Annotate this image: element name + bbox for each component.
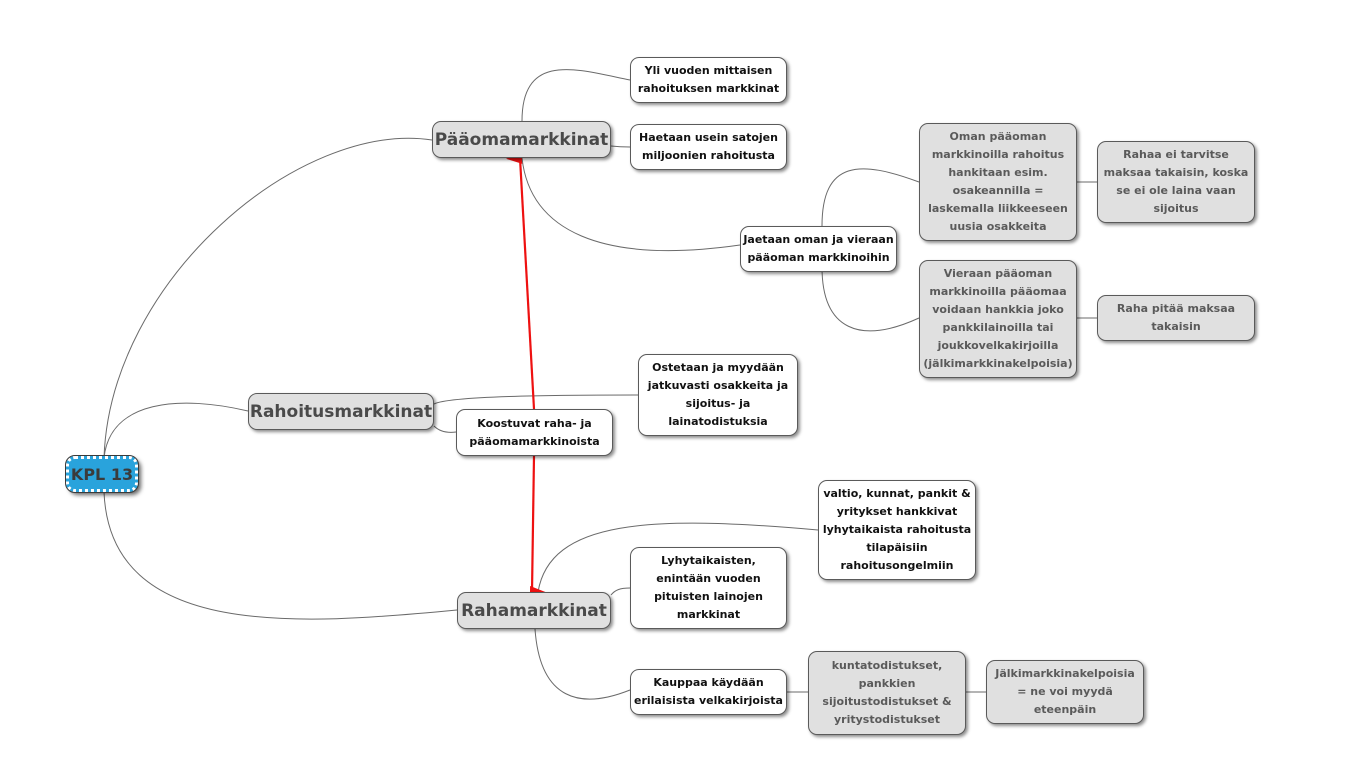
relation-arrow-to-paaomamarkkinat <box>506 151 536 410</box>
topic-label: Rahaa ei tarvitse maksaa takaisin, koska… <box>1103 148 1249 215</box>
topic-label: Yli vuoden mittaisen rahoituksen markkin… <box>637 64 780 95</box>
topic-yli-vuoden[interactable]: Yli vuoden mittaisen rahoituksen markkin… <box>630 57 787 103</box>
branch-label: Pääomamarkkinat <box>434 129 609 150</box>
link-central-rahamarkkinat <box>103 491 458 620</box>
topic-jalkimarkkinakelpoisia[interactable]: Jälkimarkkinakelpoisia = ne voi myydä et… <box>986 660 1144 724</box>
topic-label: kuntatodistukset, pankkien sijoitustodis… <box>822 659 952 726</box>
link-jaetaan-vieraan <box>821 266 920 332</box>
topic-rahaa-ei-tarvitse[interactable]: Rahaa ei tarvitse maksaa takaisin, koska… <box>1097 141 1255 223</box>
link-rahoitus-ostetaan <box>433 394 639 405</box>
link-paaoma-yli-vuoden <box>521 69 631 122</box>
topic-valtio-kunnat-pankit[interactable]: valtio, kunnat, pankit & yritykset hankk… <box>818 480 976 580</box>
topic-label: Koostuvat raha- ja pääomamarkkinoista <box>469 416 600 448</box>
topic-haetaan-usein[interactable]: Haetaan usein satojen miljoonien rahoitu… <box>630 124 787 170</box>
branch-paaomamarkkinat[interactable]: Pääomamarkkinat <box>432 121 611 158</box>
topic-label: Jälkimarkkinakelpoisia = ne voi myydä et… <box>995 667 1135 716</box>
link-paaoma-jaetaan <box>521 157 741 251</box>
topic-label: valtio, kunnat, pankit & yritykset hankk… <box>822 487 972 572</box>
topic-label: Lyhytaikaisten, enintään vuoden pituiste… <box>654 554 763 621</box>
link-jaetaan-oman <box>821 168 920 227</box>
topic-label: Kauppaa käydään erilaisista velkakirjois… <box>634 676 783 707</box>
topic-koostuvat-raha-ja-paaoma[interactable]: Koostuvat raha- ja pääomamarkkinoista <box>456 409 613 456</box>
topic-kuntatodistukset[interactable]: kuntatodistukset, pankkien sijoitustodis… <box>808 651 966 735</box>
central-topic-kpl-13[interactable]: KPL 13 <box>65 455 139 493</box>
topic-ostetaan-ja-myydaan[interactable]: Ostetaan ja myydään jatkuvasti osakkeita… <box>638 354 798 436</box>
topic-label: Ostetaan ja myydään jatkuvasti osakkeita… <box>647 361 789 428</box>
link-paaoma-haetaan <box>610 145 631 148</box>
link-raha-kauppaa <box>534 628 631 700</box>
central-topic-label: KPL 13 <box>70 464 134 484</box>
link-rahoitus-koostuvat <box>433 425 457 433</box>
relation-arrow-to-rahamarkkinat <box>529 455 546 598</box>
branch-label: Rahamarkkinat <box>461 600 607 621</box>
topic-kauppaa-kaydaan[interactable]: Kauppaa käydään erilaisista velkakirjois… <box>630 669 787 715</box>
branch-rahoitusmarkkinat[interactable]: Rahoitusmarkkinat <box>248 393 434 430</box>
topic-raha-pitaa-maksaa[interactable]: Raha pitää maksaa takaisin <box>1097 295 1255 341</box>
topic-label: Jaetaan oman ja vieraan pääoman markkino… <box>743 233 894 264</box>
topic-label: Raha pitää maksaa takaisin <box>1116 302 1236 333</box>
topic-label: Vieraan pääoman markkinoilla pääomaa voi… <box>923 267 1073 370</box>
topic-vieraan-paaoman-markkinat[interactable]: Vieraan pääoman markkinoilla pääomaa voi… <box>919 260 1077 378</box>
link-central-rahoitusmarkkinat <box>103 402 249 459</box>
topic-label: Oman pääoman markkinoilla rahoitus hanki… <box>928 130 1068 233</box>
branch-label: Rahoitusmarkkinat <box>249 401 433 422</box>
topic-jaetaan-oman-ja-vieraan[interactable]: Jaetaan oman ja vieraan pääoman markkino… <box>740 226 897 272</box>
link-raha-lyhyt <box>610 587 631 596</box>
topic-oman-paaoman-markkinat[interactable]: Oman pääoman markkinoilla rahoitus hanki… <box>919 123 1077 241</box>
branch-rahamarkkinat[interactable]: Rahamarkkinat <box>457 592 611 629</box>
topic-label: Haetaan usein satojen miljoonien rahoitu… <box>639 131 778 162</box>
topic-lyhytaikaisten-lainojen[interactable]: Lyhytaikaisten, enintään vuoden pituiste… <box>630 547 787 629</box>
